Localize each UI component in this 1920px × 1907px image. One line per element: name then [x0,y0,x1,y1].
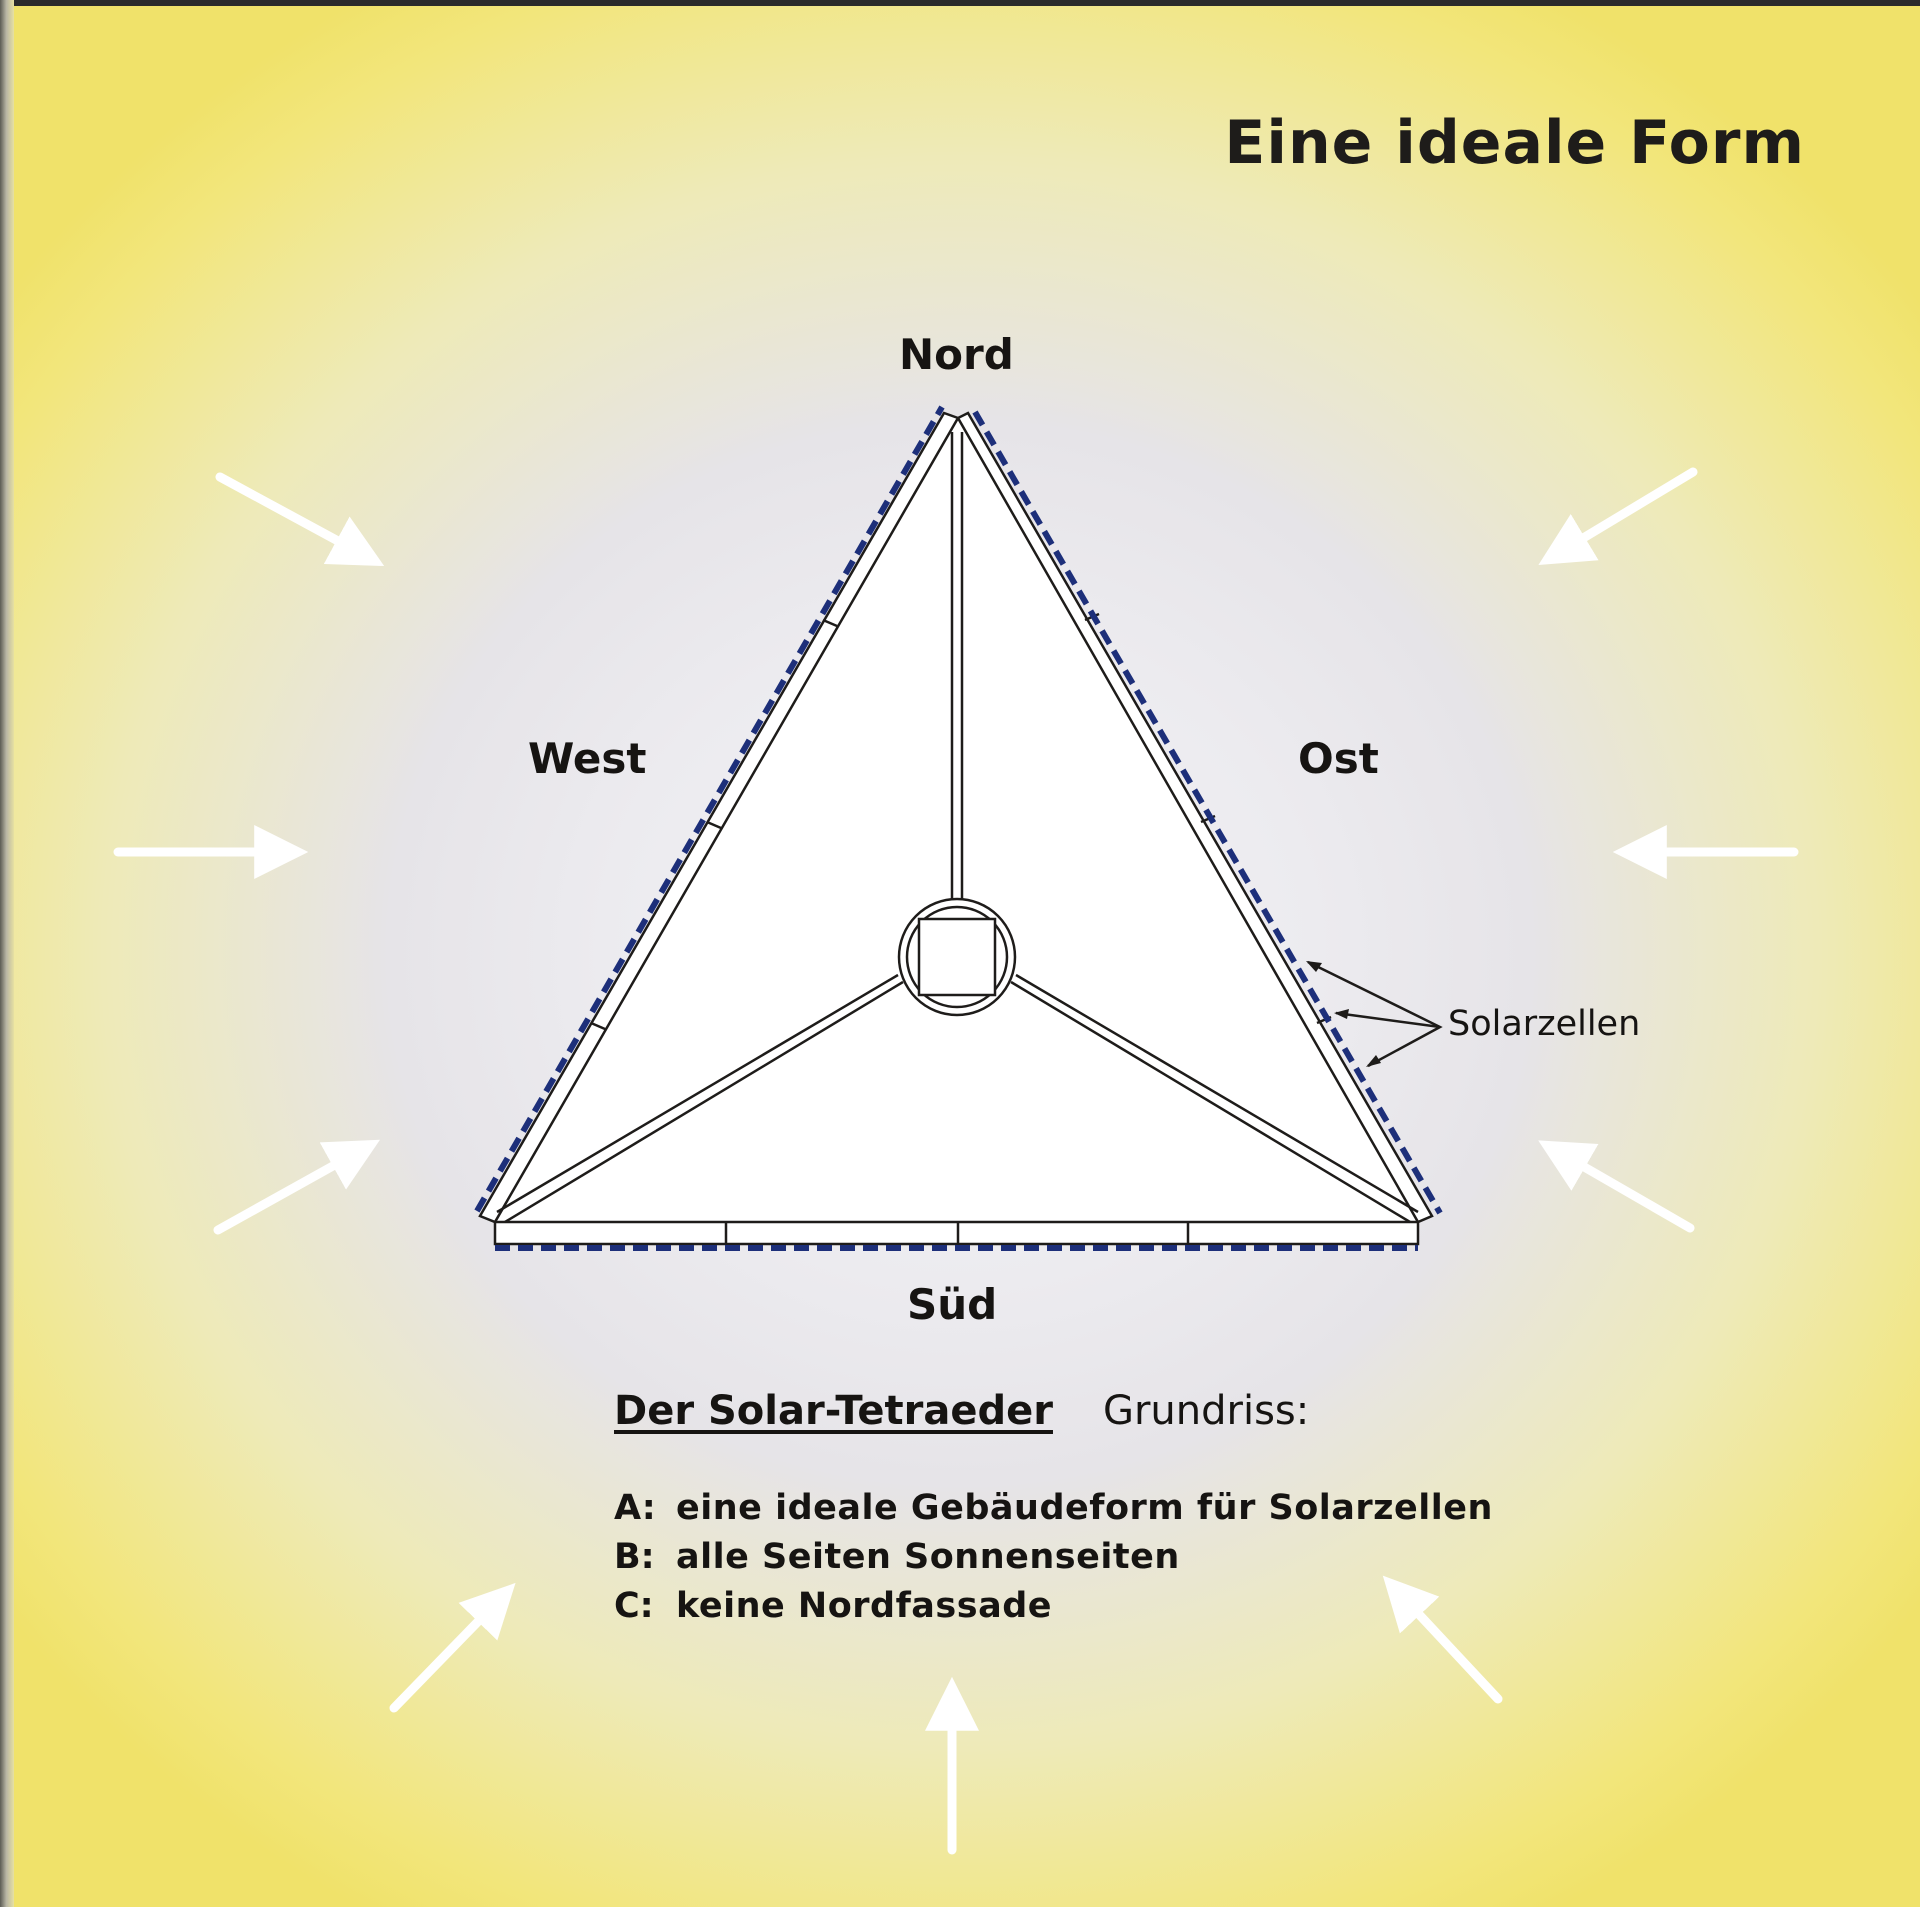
solar-cells-west [474,405,945,1213]
page-edge-left [0,0,14,1907]
solar-cells-label: Solarzellen [1448,1004,1641,1044]
sun-ray-arrow-se [1538,1140,1695,1233]
list-item: A: eine ideale Gebäudeform für Solarzelle… [614,1484,1493,1533]
floor-plan-interior [495,418,1418,1222]
ridge-lines [496,432,1419,1224]
diagram-caption: Der Solar-Tetraeder Grundriss: [614,1388,1309,1434]
feature-list: A: eine ideale Gebäudeform für Solarzelle… [614,1484,1493,1631]
list-item: C: keine Nordfassade [614,1582,1493,1631]
direction-label-south: Süd [907,1280,998,1329]
page-edge-top [0,0,1920,6]
direction-label-north: Nord [899,330,1014,379]
list-item-key: C: [614,1586,654,1626]
page-title: Eine ideale Form [1224,108,1805,178]
floor-plan [474,405,1443,1251]
sun-ray-arrow-ne [1538,467,1698,565]
caption-name: Der Solar-Tetraeder [614,1388,1053,1434]
solar-cells-east [972,410,1443,1215]
sun-ray-arrow-sw [213,1139,381,1235]
sun-ray-arrow-ssw [389,1582,516,1713]
direction-label-west: West [528,734,647,783]
direction-label-east: Ost [1298,734,1379,783]
sun-ray-arrow-sse [1382,1575,1503,1704]
solar-callout-lines [1307,960,1443,1068]
list-item-text: alle Seiten Sonnenseiten [676,1537,1180,1577]
list-item-key: B: [614,1537,655,1577]
central-core-square [917,917,997,997]
list-item: B: alle Seiten Sonnenseiten [614,1533,1493,1582]
sun-ray-arrow-nw [215,472,385,567]
list-item-key: A: [614,1488,656,1528]
solar-callout-arrowheads [1306,961,1381,1067]
sun-rays [113,467,1799,1855]
solar-cells [474,405,1443,1251]
south-facade [493,1220,1420,1246]
caption-subtitle: Grundriss: [1102,1388,1310,1434]
list-item-text: eine ideale Gebäudeform für Solarzellen [676,1488,1493,1528]
list-item-text: keine Nordfassade [676,1586,1052,1626]
